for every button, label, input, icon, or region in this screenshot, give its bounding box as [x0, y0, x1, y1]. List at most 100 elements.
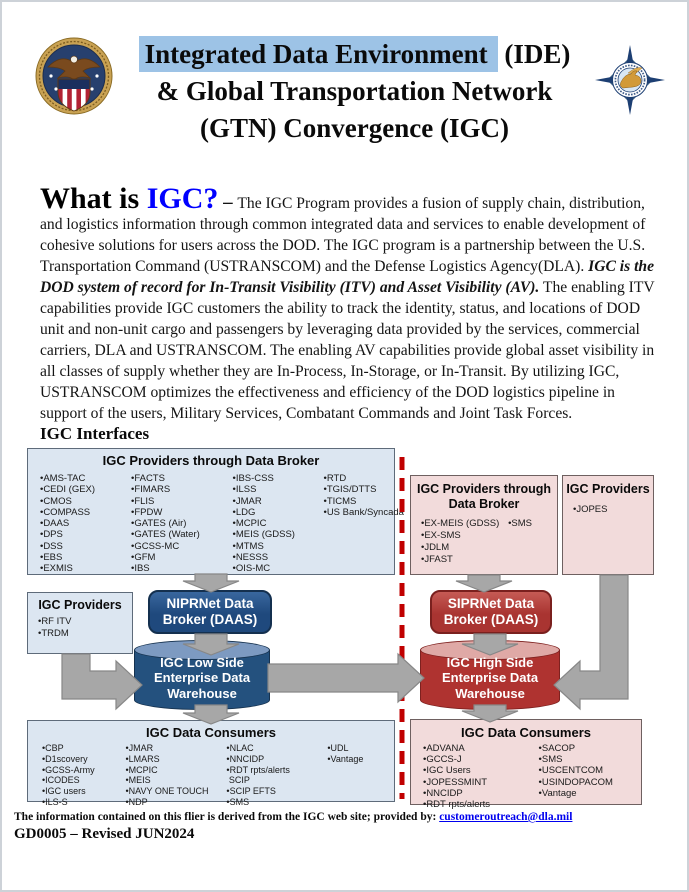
list-item: •IGC users [42, 786, 86, 797]
diagram-heading: IGC Interfaces [40, 424, 150, 443]
list-item: •UDL [327, 743, 349, 753]
list-item: •AMS-TAC [40, 473, 86, 484]
list-item: •ILS-S [42, 796, 68, 807]
intro-body-rest: The enabling ITV capabilities provide IG… [40, 278, 655, 422]
list-item: •NNCIDP [423, 787, 463, 799]
list-item: •NAVY ONE TOUCH [125, 786, 209, 797]
list-item: •JOPES [573, 503, 608, 515]
list-item: •TGIS/DTTS [323, 484, 377, 496]
list-item: •JMAR [232, 495, 262, 507]
node-label: IGC High Side Enterprise Data Warehouse [441, 654, 539, 701]
list-item: •TRDM [38, 627, 69, 639]
list-item: •D1scovery [42, 753, 88, 764]
page-title: Integrated Data Environment (IDE) & Glob… [110, 36, 599, 147]
provider-list-column: •FACTS•FIMARS•FLIS•FPDW•GATES (Air)•GATE… [131, 473, 233, 575]
list-item: •CMOS [40, 495, 72, 507]
list-item: •SCIP EFTS [226, 786, 276, 797]
list-item: •FACTS [131, 473, 165, 484]
intro-body-emphasis: IGC is the DOD system of record for In-T… [40, 257, 655, 296]
consumer-list-column: •ADVANA•GCCS-J•IGC Users•JOPESSMINT•NNCI… [423, 743, 539, 810]
arrow-leftproviders-to-warehouse [61, 653, 143, 711]
intro-paragraph: What is IGC? – The IGC Program provides … [40, 183, 660, 424]
box-nipr-consumers: IGC Data Consumers •CBP•D1scovery•GCSS-A… [27, 720, 395, 807]
list-item: •LMARS [125, 753, 160, 764]
box-nipr-providers-broker: IGC Providers through Data Broker •AMS-T… [27, 448, 404, 575]
title-ide: (IDE) [497, 39, 571, 69]
ustranscom-seal-icon [595, 45, 665, 115]
igc-low-side-warehouse-cylinder: IGC Low Side Enterprise Data Warehouse [134, 640, 270, 710]
intro-dash: – [218, 191, 238, 213]
box-title: IGC Providers [566, 482, 650, 496]
list-item: •Vantage [327, 753, 364, 764]
list-item: •NLAC [226, 743, 254, 753]
consumer-list-column: •NLAC•NNCIDP•RDT rpts/alerts SCIP•SCIP E… [226, 743, 327, 808]
list-item: •OIS-MC [232, 563, 271, 575]
list-item: •DPS [40, 529, 63, 541]
list-item: •JOPESSMINT [423, 776, 488, 788]
box-sipr-providers: IGC Providers •JOPES [562, 475, 654, 575]
list-item: SCIP [226, 775, 250, 786]
ustranscom-seal-logo [594, 44, 666, 121]
list-item: •MCPIC [232, 518, 267, 530]
provider-list-column: •JOPES [573, 504, 607, 516]
dla-seal-icon [35, 37, 113, 115]
list-item: •Vantage [538, 787, 577, 799]
title-line-2: & Global Transportation Network [156, 76, 553, 106]
consumer-list-column: •SACOP•SMS•USCENTCOM•USINDOPACOM•Vantage [539, 743, 641, 810]
intro-body-lead: The IGC Program provides a fusion of sup… [40, 194, 646, 275]
box-title: IGC Data Consumers [460, 725, 592, 740]
provider-list-column: •RF ITV•TRDM [38, 616, 71, 639]
node-label: SIPRNet Data Broker (DAAS) [443, 596, 539, 627]
list-item: •TICMS [323, 495, 357, 507]
list-item: •US Bank/Syncada [323, 506, 404, 518]
list-item: •GCSS-Army [42, 764, 95, 775]
list-item: •NNCIDP [226, 753, 265, 764]
list-item: •JFAST [421, 554, 453, 565]
provider-list-column: •SMS [508, 518, 553, 566]
list-item: •RF ITV [38, 616, 72, 627]
consumer-list-column: •JMAR•LMARS•MCPIC•MEIS•NAVY ONE TOUCH•ND… [126, 743, 227, 808]
list-item: •USINDOPACOM [538, 776, 613, 788]
provider-list-column: •EX-MEIS (GDSS)•EX-SMS•JDLM•JFAST [421, 518, 508, 566]
list-item: •MTMS [232, 540, 264, 552]
box-sipr-consumers: IGC Data Consumers •ADVANA•GCCS-J•IGC Us… [410, 719, 642, 810]
box-sipr-providers-broker: IGC Providers through Data Broker •EX-ME… [410, 475, 558, 575]
list-item: •GCCS-J [423, 754, 462, 766]
node-label: IGC Low Side Enterprise Data Warehouse [153, 654, 251, 701]
list-item: •DSS [40, 540, 63, 552]
list-item: •MEIS (GDSS) [232, 529, 295, 541]
list-item: •GFM [131, 552, 156, 564]
list-item: •SMS [226, 796, 250, 807]
list-item: •IBS [131, 563, 150, 575]
intro-heading-prefix: What is [40, 181, 147, 215]
box-title: IGC Data Consumers [145, 725, 277, 740]
niprnet-data-broker-node: NIPRNet Data Broker (DAAS) [148, 590, 272, 634]
igc-interfaces-diagram: IGC Providers through Data Broker •AMS-T… [2, 445, 687, 827]
list-item: •GCSS-MC [131, 540, 180, 552]
list-item: •SACOP [538, 743, 576, 754]
arrow-low-to-high-warehouse [267, 652, 425, 704]
contact-email-link[interactable]: customeroutreach@dla.mil [439, 811, 573, 823]
list-item: •ICODES [42, 775, 80, 786]
provider-list-column: •RTD•TGIS/DTTS•TICMS•US Bank/Syncada [323, 473, 404, 575]
list-item: •FPDW [131, 506, 163, 518]
list-item: •EX-MEIS (GDSS) [421, 518, 500, 529]
list-item: •NESSS [232, 552, 269, 564]
list-item: •DAAS [40, 518, 70, 530]
list-item: •FIMARS [131, 484, 171, 496]
list-item: •MCPIC [125, 764, 158, 775]
list-item: •GATES (Water) [131, 529, 200, 541]
intro-heading-accent: IGC? [146, 181, 219, 215]
list-item: •JDLM [421, 542, 450, 553]
list-item: •EX-SMS [421, 530, 461, 541]
footer-note-text: The information contained on this flier … [14, 811, 440, 823]
dla-seal-logo [34, 36, 114, 121]
list-item: •LDG [232, 506, 256, 518]
box-title: IGC Providers through Data Broker [102, 453, 320, 468]
document-id: GD0005 – Revised JUN2024 [14, 826, 195, 842]
list-item: •ILSS [232, 484, 257, 496]
list-item: •SMS [508, 518, 533, 529]
title-line-3: (GTN) Convergence (IGC) [200, 113, 509, 143]
list-item: •IGC Users [423, 765, 471, 777]
